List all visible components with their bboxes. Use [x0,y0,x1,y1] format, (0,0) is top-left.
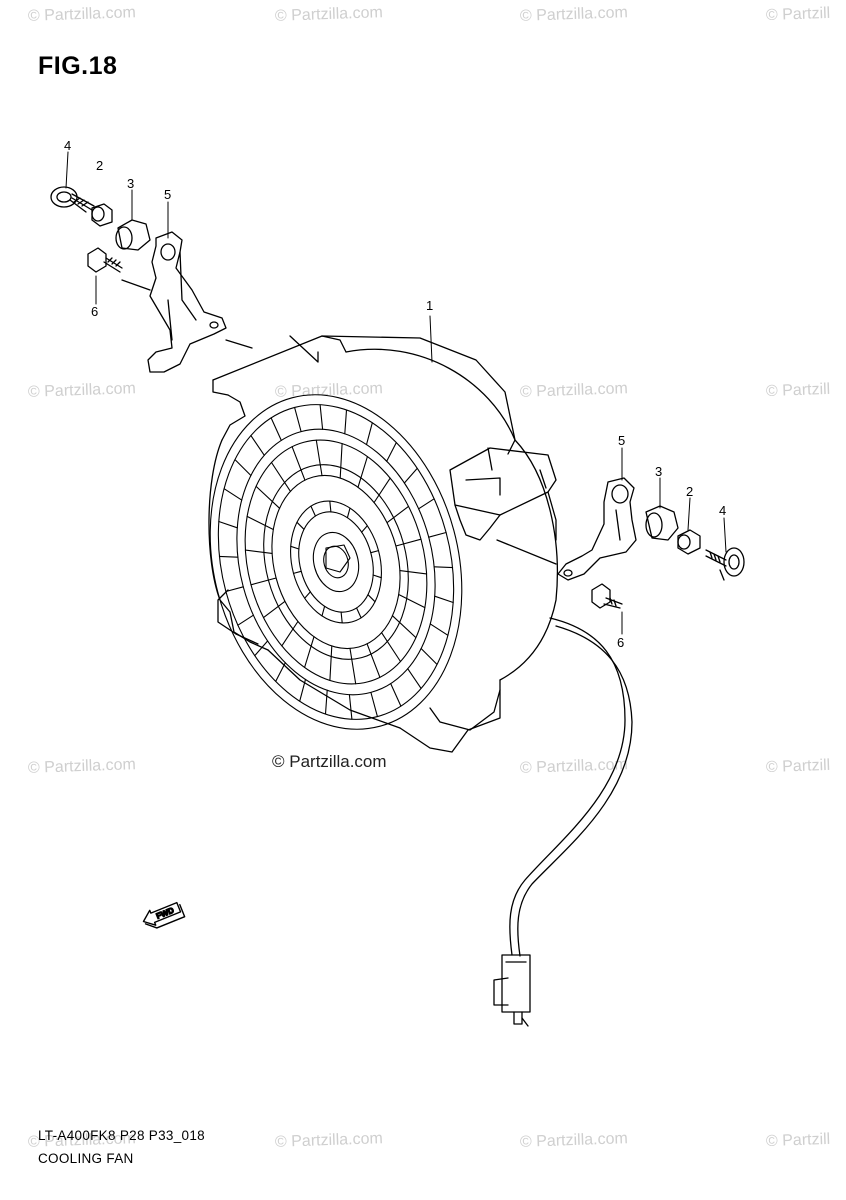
grille-rib [244,549,273,554]
grille-rib [223,488,243,501]
grille-rib [434,595,454,604]
figure-title: FIG.18 [38,52,118,80]
grille-rib [433,566,454,569]
grille-rib [296,521,305,530]
grille-rib [395,538,422,547]
grille-rib [391,615,417,639]
grille-rib [294,406,302,433]
callout-3-left: 3 [127,176,134,191]
callout-2-right: 2 [686,484,693,499]
watermark-main: © Partzilla.com [272,752,387,771]
grille-rib [339,443,343,479]
callout-5-left: 5 [164,187,171,202]
grille-rib [370,691,378,718]
grille-rib [291,446,306,481]
grille-rib [237,614,254,626]
grille-rib [329,645,333,681]
grille-rib [270,461,291,492]
grille-rib [262,600,286,619]
callout-5-right: 5 [618,433,625,448]
grille-rib [310,505,316,517]
grille-rib [321,605,326,617]
grille-rib [329,500,332,513]
grille-rib [281,620,299,647]
grille-rib [356,607,362,619]
callout-labels: 1 4 2 3 5 6 5 3 2 4 6 [64,138,726,650]
wire-harness [493,617,633,1027]
grille-rib [381,632,402,663]
grille-rib [349,647,357,685]
grille-rib [372,574,382,579]
grille-rib [386,505,410,524]
grille-rib [361,525,368,533]
grille-rib [250,435,265,456]
grille-rib [225,586,244,593]
grille-rib [390,683,402,707]
callout-2-left: 2 [96,158,103,173]
grille-rib [344,409,348,435]
grille-rib [340,611,343,624]
grille-rib [407,668,422,689]
grille-rib [275,662,286,682]
grille-rib [348,694,353,720]
grille-rib [299,678,307,702]
callout-6-left: 6 [91,304,98,319]
grille-rib [373,477,391,504]
grille-rib [250,577,277,586]
grille-rib [292,570,302,574]
forward-direction-arrow: FWD [142,901,186,929]
grille-rib [366,643,381,678]
grille-rib [255,485,281,509]
grille-rib [428,531,447,538]
grille-rib [398,593,426,609]
grille-rib [420,647,438,665]
grille-rib [254,640,269,657]
right-hardware [496,477,745,609]
grille-rib [403,467,418,484]
grille-rib [218,520,238,529]
grille-rib [386,442,397,462]
grille-rib [218,555,239,558]
cooling-fan-assembly [208,335,558,753]
grille-rib [346,507,351,519]
grille-rib [418,498,435,510]
diagram-name: COOLING FAN [38,1151,134,1166]
grille-rib [234,459,252,477]
left-hardware [50,186,253,373]
diagram-code: LT-A400FK8 P28 P33_018 [38,1128,205,1143]
grille-rib [370,550,380,554]
grille-rib [304,591,311,599]
grille-rib [304,636,315,668]
callout-3-right: 3 [655,464,662,479]
callout-6-right: 6 [617,635,624,650]
callout-lines [65,151,727,635]
grille-rib [367,594,376,603]
callout-1: 1 [426,298,433,313]
callout-4-right: 4 [719,503,726,518]
grille-rib [246,515,274,531]
grille-rib [324,689,328,715]
callout-4-left: 4 [64,138,71,153]
grille-rib [429,623,449,636]
grille-rib [315,439,323,477]
grille-rib [399,570,428,575]
grille-rib [319,404,324,430]
fan-grille [209,394,463,730]
grille-rib [290,545,300,550]
frame-feet [217,589,501,731]
grille-rib [357,456,368,488]
grille-rib [365,422,373,446]
grille-rib [270,417,282,441]
